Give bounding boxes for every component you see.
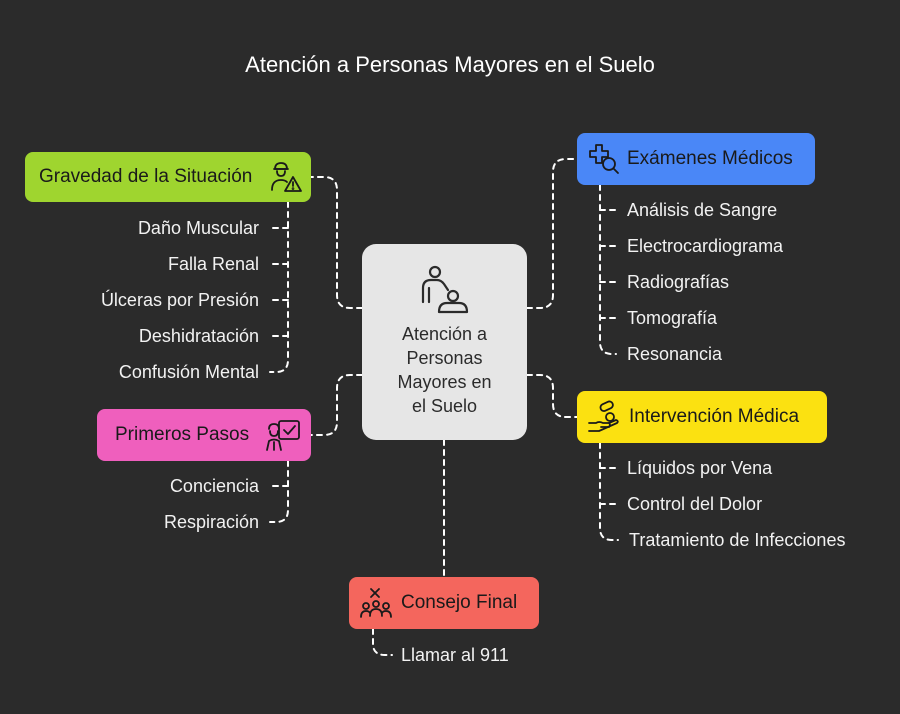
connector-intervencion [526,374,578,418]
leaf-gravedad-5: Confusión Mental [118,362,259,382]
leaf-gravedad-2: Falla Renal [167,254,259,274]
node-intervencion: Intervención Médica [577,391,827,443]
leaf-intervencion-3: Tratamiento de Infecciones [629,530,846,550]
group-decision-icon [360,588,392,618]
medical-search-icon [589,144,619,174]
leaf-examenes-1: Análisis de Sangre [627,200,778,220]
branch-line-primeros [269,460,289,523]
node-examenes: Exámenes Médicos [577,133,815,185]
node-intervencion-label: Intervención Médica [629,406,800,427]
leaf-consejo-1: Llamar al 911 [401,645,509,665]
connector-gravedad [310,176,363,309]
node-gravedad-label: Gravedad de la Situación [39,166,253,187]
leaf-examenes-4: Tomografía [627,308,718,328]
leaf-primeros-1: Conciencia [169,476,259,496]
leaf-intervencion-2: Control del Dolor [627,494,763,514]
node-examenes-label: Exámenes Médicos [627,148,793,169]
node-gravedad: Gravedad de la Situación [25,152,311,202]
hand-pills-icon [588,400,619,432]
leaf-gravedad-1: Daño Muscular [137,218,259,238]
branch-line-intervencion [599,442,619,541]
caregiver-icon [421,265,469,314]
connector-examenes [526,158,578,309]
node-consejo: Consejo Final [349,577,539,629]
branch-line-consejo [372,628,393,656]
diagram-title: Atención a Personas Mayores en el Suelo [245,52,655,77]
leaf-intervencion-1: Líquidos por Vena [627,458,773,478]
leaf-gravedad-4: Deshidratación [138,326,259,346]
leaf-examenes-3: Radiografías [627,272,730,292]
node-primeros-label: Primeros Pasos [115,424,250,445]
leaf-gravedad-3: Úlceras por Presión [100,290,259,310]
leaf-examenes-5: Resonancia [627,344,723,364]
leaf-examenes-2: Electrocardiograma [627,236,784,256]
node-consejo-label: Consejo Final [401,592,518,613]
center-label: Atención a Personas Mayores en el Suelo [397,324,492,416]
checklist-person-icon [266,420,300,451]
worker-warning-icon [271,162,302,192]
leaf-primeros-2: Respiración [163,512,259,532]
center-node: Atención a Personas Mayores en el Suelo [362,244,527,440]
node-primeros: Primeros Pasos [97,409,311,461]
connector-primeros [310,374,363,436]
